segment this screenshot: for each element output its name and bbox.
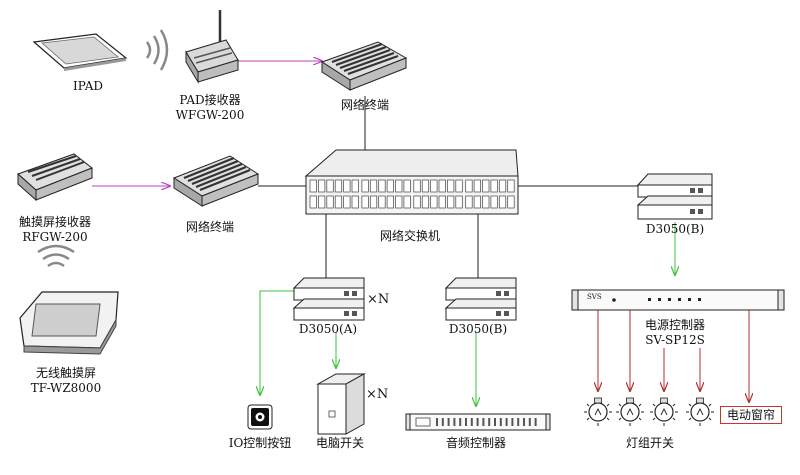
d3050-a-multiplier: ×N (367, 292, 390, 307)
wifi-waves-icon (145, 29, 169, 71)
pad-receiver-model: WFGW-200 (175, 108, 245, 122)
ipad-label: IPAD (73, 79, 103, 93)
power-controller-name: 电源控制器 (644, 318, 706, 332)
d3050-a-device (292, 277, 365, 321)
network-terminal-mid-label: 网络终端 (185, 220, 235, 234)
touch-receiver-name: 触摸屏接收器 (18, 215, 92, 229)
io-button-label: IO控制按钮 (228, 436, 292, 450)
light-bulb-icon (584, 397, 612, 426)
switch-label: 网络交换机 (379, 229, 441, 243)
light-switch-label: 灯组开关 (625, 436, 675, 450)
d3050-a-label: D3050(A) (298, 322, 358, 336)
light-bulb-icon (686, 397, 714, 426)
link-d3050a-io-button (260, 290, 308, 395)
d3050-b-device (444, 277, 517, 321)
audio-controller-device (405, 413, 551, 431)
wireless-waves-icon (37, 244, 75, 268)
d3050-right-device (636, 173, 713, 220)
connections (92, 61, 749, 406)
network-terminal-mid-device (172, 155, 260, 207)
curtain-label: 电动窗帘 (720, 406, 783, 424)
light-bulb-icon (616, 397, 644, 426)
touchscreen-name: 无线触摸屏 (35, 366, 97, 380)
network-terminal-top-label: 网络终端 (340, 98, 390, 112)
pc-case-device (316, 373, 366, 435)
ipad-device (32, 33, 128, 71)
network-terminal-top-device (320, 41, 408, 91)
pad-receiver-device (185, 10, 239, 84)
power-controller-model: SV-SP12S (645, 333, 705, 347)
wireless-touchscreen-device (19, 291, 119, 355)
pc-multiplier: ×N (366, 387, 389, 402)
pad-receiver-name: PAD接收器 (179, 93, 241, 107)
touch-receiver-device (17, 153, 93, 202)
pc-switch-label: 电脑开关 (315, 436, 365, 450)
touch-receiver-model: RFGW-200 (22, 230, 88, 244)
touchscreen-model: TF-WZ8000 (30, 381, 102, 395)
power-controller-device (571, 289, 785, 311)
audio-controller-label: 音频控制器 (445, 436, 507, 450)
d3050-b-label: D3050(B) (448, 322, 508, 336)
network-switch-device (304, 149, 519, 215)
power-controller-brand: SVS (587, 293, 602, 301)
light-bulbs (584, 397, 714, 426)
io-button-device (247, 404, 273, 430)
d3050-right-label: D3050(B) (645, 222, 705, 236)
light-bulb-icon (650, 397, 678, 426)
